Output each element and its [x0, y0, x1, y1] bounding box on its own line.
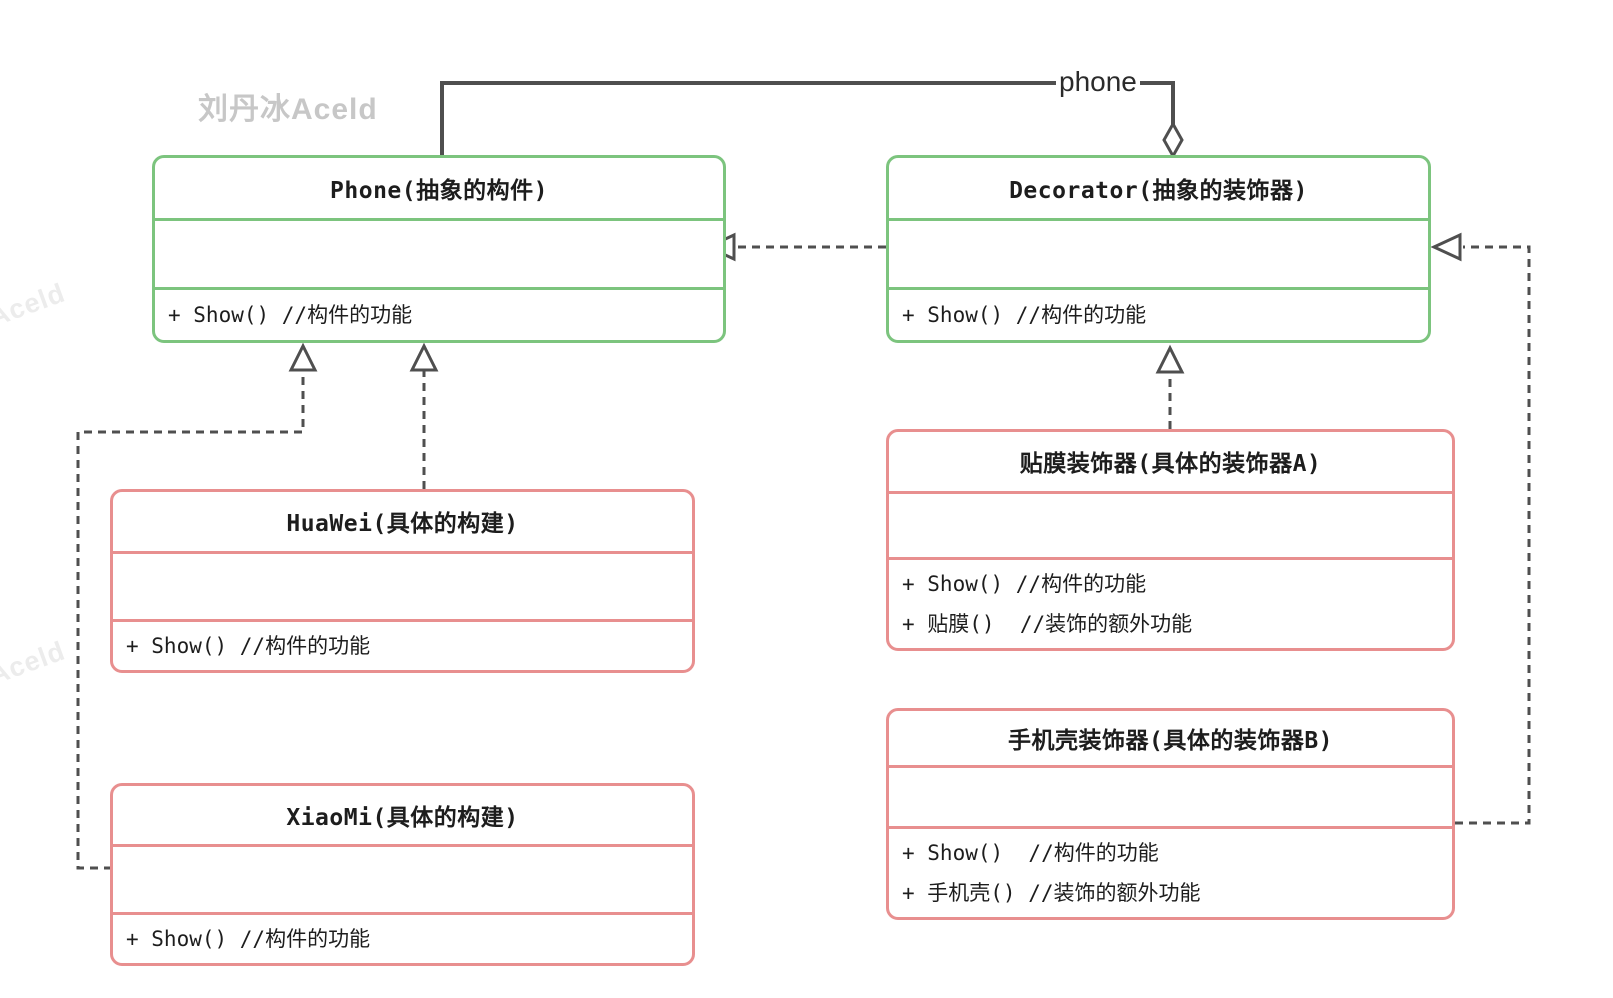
watermark-author: 刘丹冰Aceld: [198, 93, 378, 126]
class-box-case-decorator: 手机壳装饰器(具体的装饰器B) + Show() //构件的功能 + 手机壳()…: [886, 708, 1455, 920]
aggregation-diamond-icon: [1162, 120, 1184, 160]
method-line: + Show() //构件的功能: [902, 303, 1147, 327]
class-title-huawei: HuaWei(具体的构建): [286, 511, 519, 538]
inheritance-arrowhead-film-icon: [1155, 344, 1185, 374]
aggregation-role-label: phone: [1056, 67, 1140, 97]
method-line: + 贴膜() //装饰的额外功能: [902, 612, 1193, 636]
class-methods-huawei: + Show() //构件的功能: [113, 619, 692, 670]
method-line: + Show() //构件的功能: [902, 572, 1147, 596]
class-box-xiaomi: XiaoMi(具体的构建) + Show() //构件的功能: [110, 783, 695, 966]
class-attrs-huawei: [113, 550, 692, 619]
inheritance-line-case-to-decorator: [1455, 245, 1531, 825]
class-attrs-decorator: [889, 218, 1428, 287]
class-box-huawei: HuaWei(具体的构建) + Show() //构件的功能: [110, 489, 695, 673]
method-line: + Show() //构件的功能: [126, 927, 371, 951]
inheritance-line-xiaomi-to-phone: [76, 371, 305, 870]
inheritance-arrowhead-huawei-icon: [409, 342, 439, 372]
class-attrs-xiaomi: [113, 844, 692, 912]
class-title-film-decorator: 贴膜装饰器(具体的装饰器A): [1019, 451, 1322, 478]
class-methods-film-decorator: + Show() //构件的功能 + 贴膜() //装饰的额外功能: [889, 557, 1452, 648]
class-attrs-case-decorator: [889, 764, 1452, 826]
class-methods-xiaomi: + Show() //构件的功能: [113, 912, 692, 963]
class-title-decorator: Decorator(抽象的装饰器): [1009, 178, 1308, 204]
class-attrs-phone: [155, 218, 723, 287]
class-methods-decorator: + Show() //构件的功能: [889, 287, 1428, 340]
method-line: + Show() //构件的功能: [902, 841, 1159, 865]
class-methods-case-decorator: + Show() //构件的功能 + 手机壳() //装饰的额外功能: [889, 826, 1452, 917]
inheritance-arrowhead-case-icon: [1430, 232, 1462, 262]
class-title-phone: Phone(抽象的构件): [330, 178, 548, 204]
class-box-decorator: Decorator(抽象的装饰器) + Show() //构件的功能: [886, 155, 1431, 343]
class-methods-phone: + Show() //构件的功能: [155, 287, 723, 340]
method-line: + Show() //构件的功能: [168, 303, 413, 327]
method-line: + Show() //构件的功能: [126, 634, 371, 658]
aggregation-line-decorator-phone: [440, 81, 1175, 157]
class-attrs-film-decorator: [889, 490, 1452, 557]
class-title-case-decorator: 手机壳装饰器(具体的装饰器B): [1007, 727, 1334, 754]
inheritance-arrowhead-xiaomi-icon: [288, 342, 318, 372]
class-title-xiaomi: XiaoMi(具体的构建): [286, 805, 519, 832]
method-line: + 手机壳() //装饰的额外功能: [902, 881, 1201, 905]
class-box-phone: Phone(抽象的构件) + Show() //构件的功能: [152, 155, 726, 343]
class-box-film-decorator: 贴膜装饰器(具体的装饰器A) + Show() //构件的功能 + 贴膜() /…: [886, 429, 1455, 651]
